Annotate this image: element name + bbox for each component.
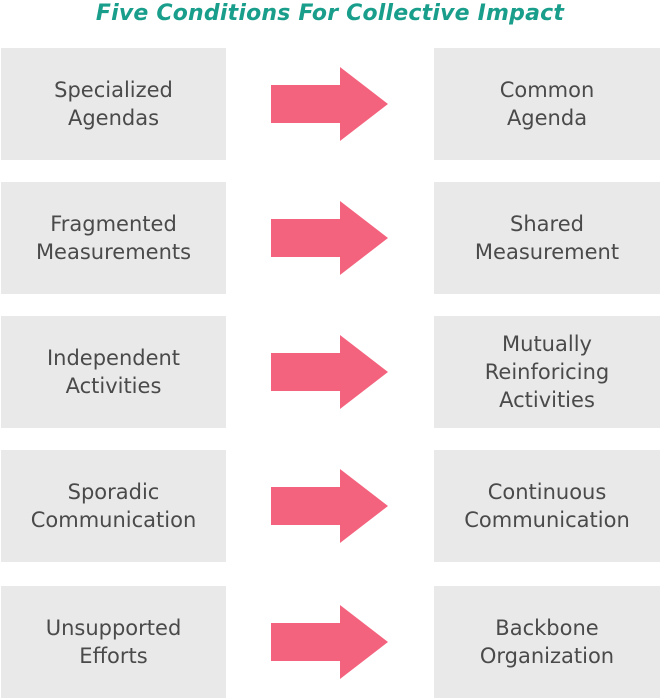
to-label-3: Mutually Reinforicing Activities	[484, 332, 610, 412]
to-box-3: Mutually Reinforicing Activities	[434, 316, 660, 428]
from-label-5: Unsupported Efforts	[45, 616, 182, 668]
to-box-4: Continuous Communication	[434, 450, 660, 562]
from-box-2: Fragmented Measurements	[1, 182, 226, 294]
from-label-3: Independent Activities	[46, 346, 181, 398]
condition-row-3: Independent Activities Mutually Reinfori…	[0, 316, 660, 428]
condition-row-1: Specialized Agendas Common Agenda	[0, 48, 660, 160]
from-label-1: Specialized Agendas	[54, 78, 173, 130]
to-box-5: Backbone Organization	[434, 586, 660, 698]
diagram-title: Five Conditions For Collective Impact	[95, 1, 565, 26]
arrow-right-icon	[271, 469, 388, 543]
from-box-1: Specialized Agendas	[1, 48, 226, 160]
arrow-right-icon	[271, 605, 388, 679]
to-label-2: Shared Measurement	[474, 212, 620, 264]
condition-row-2: Fragmented Measurements Shared Measureme…	[0, 182, 660, 294]
from-label-2: Fragmented Measurements	[35, 212, 192, 264]
from-box-4: Sporadic Communication	[1, 450, 226, 562]
condition-row-5: Unsupported Efforts Backbone Organizatio…	[0, 586, 660, 698]
arrow-right-icon	[271, 201, 388, 275]
from-box-3: Independent Activities	[1, 316, 226, 428]
to-box-2: Shared Measurement	[434, 182, 660, 294]
to-label-1: Common Agenda	[499, 78, 595, 130]
arrow-right-icon	[271, 67, 388, 141]
from-label-4: Sporadic Communication	[30, 480, 197, 532]
from-box-5: Unsupported Efforts	[1, 586, 226, 698]
condition-row-4: Sporadic Communication Continuous Commun…	[0, 450, 660, 562]
to-label-4: Continuous Communication	[464, 480, 630, 532]
to-box-1: Common Agenda	[434, 48, 660, 160]
to-label-5: Backbone Organization	[479, 616, 615, 668]
arrow-right-icon	[271, 335, 388, 409]
